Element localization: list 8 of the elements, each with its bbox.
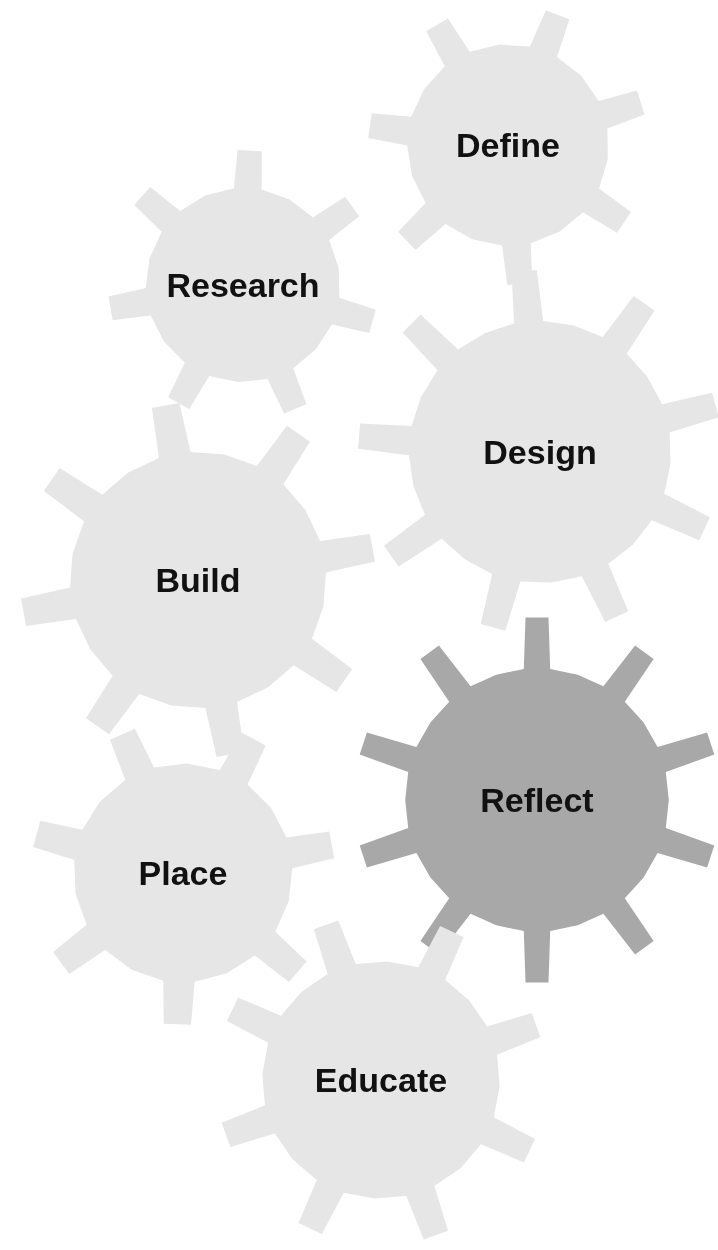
step-label: Define	[456, 125, 560, 165]
step-label: Educate	[314, 1060, 448, 1100]
step-label: Design	[483, 432, 597, 472]
step-label: Place	[138, 853, 228, 893]
step-label: Research	[166, 265, 320, 305]
step-label: Build	[155, 560, 241, 600]
gear	[20, 402, 376, 758]
step-label: Reflect	[480, 780, 594, 820]
